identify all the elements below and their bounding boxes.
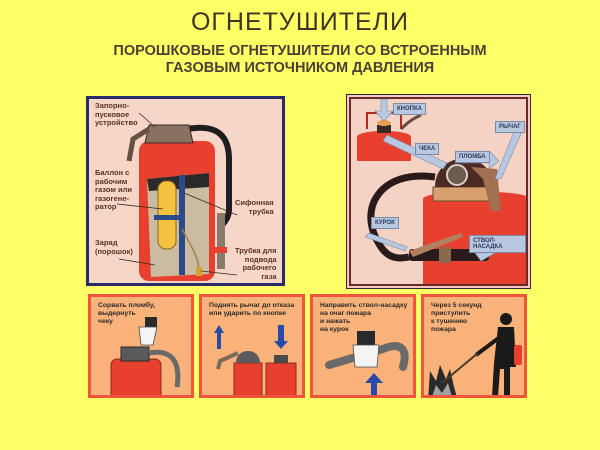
page-title: ОГНЕТУШИТЕЛИ	[190, 8, 410, 36]
label-valve: Запорно- пусковое устройство	[95, 101, 138, 127]
label-nozzle: СТВОЛ-НАСАДКА	[469, 235, 526, 253]
page-subtitle: ПОРОШКОВЫЕ ОГНЕТУШИТЕЛИ СО ВСТРОЕННЫМ ГА…	[0, 43, 600, 77]
label-pin: ЧЕКА	[415, 143, 440, 155]
step-4-panel: Через 5 секунд приступить к тушению пожа…	[421, 294, 527, 398]
step-2-text: Поднять рычаг до отказа или ударить по к…	[209, 302, 295, 317]
cross-section-diagram: Запорно- пусковое устройство Баллон с ра…	[86, 96, 285, 286]
external-parts-diagram: КНОПКА ЧЕКА ПЛОМБА РЫЧАГ КУРОК СТВОЛ-НАС…	[349, 97, 528, 286]
arrow-up-icon	[365, 373, 383, 395]
aim-nozzle-illustration	[325, 331, 409, 395]
step-3-text: Направить ствол-насадку на очаг пожара и…	[320, 302, 408, 333]
label-lever: РЫЧАГ	[495, 121, 525, 133]
arrow-down-icon	[274, 325, 288, 349]
step-1-panel: Сорвать пломбу, выдернуть чеку	[88, 294, 194, 398]
extinguish-fire-illustration	[428, 313, 522, 395]
label-button: КНОПКА	[393, 103, 426, 115]
label-gas-cylinder: Баллон с рабочим газом или газогене- рат…	[95, 168, 133, 211]
step-1-text: Сорвать пломбу, выдернуть чеку	[98, 302, 156, 325]
label-trigger: КУРОК	[371, 217, 399, 229]
subtitle-line-2: ГАЗОВЫМ ИСТОЧНИКОМ ДАВЛЕНИЯ	[165, 60, 435, 76]
step-3-panel: Направить ствол-насадку на очаг пожара и…	[310, 294, 416, 398]
arrow-up-icon	[214, 325, 224, 349]
label-powder-charge: Заряд (порошок)	[95, 238, 133, 256]
label-siphon-tube: Сифонная трубка	[235, 198, 274, 216]
pull-pin-illustration	[110, 317, 181, 395]
lever-or-button-illustration	[214, 325, 297, 395]
subtitle-line-1: ПОРОШКОВЫЕ ОГНЕТУШИТЕЛИ СО ВСТРОЕННЫМ	[113, 43, 487, 59]
step-2-panel: Поднять рычаг до отказа или ударить по к…	[199, 294, 305, 398]
extinguisher-cutaway-illustration	[116, 112, 238, 281]
label-gas-supply-tube: Трубка для подвода рабочего газа	[235, 246, 277, 281]
step-4-text: Через 5 секунд приступить к тушению пожа…	[431, 302, 482, 333]
label-seal: ПЛОМБА	[455, 151, 490, 163]
